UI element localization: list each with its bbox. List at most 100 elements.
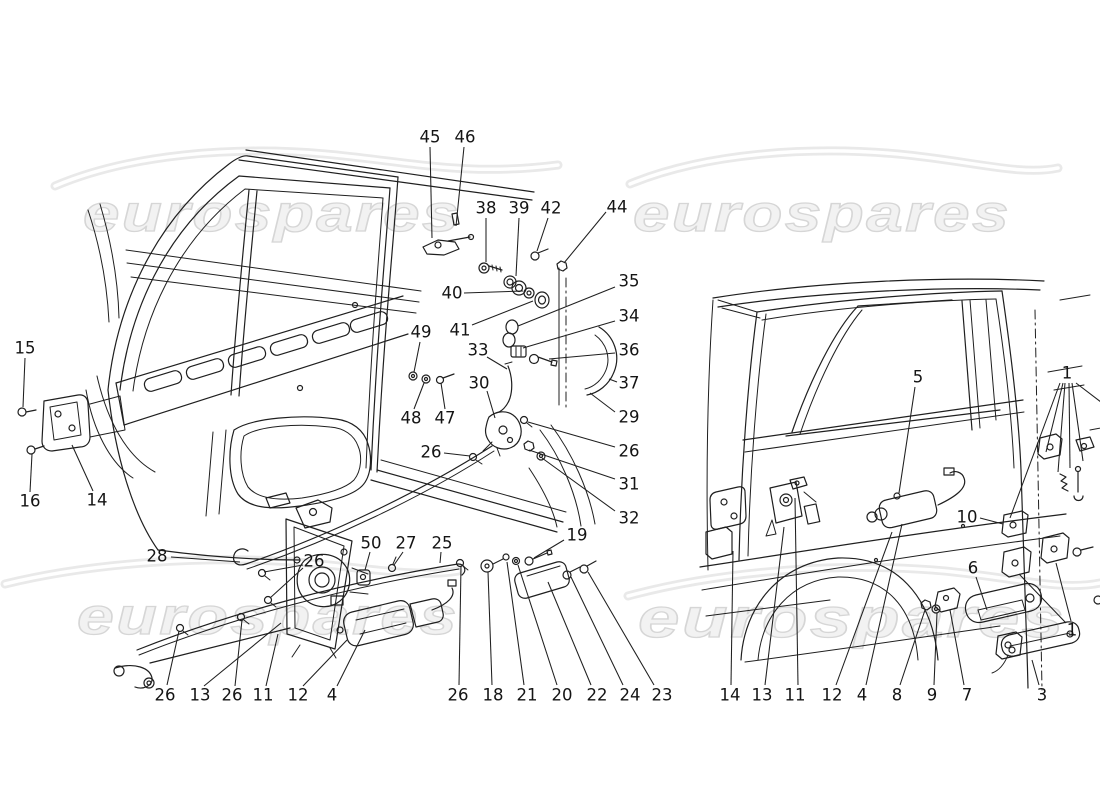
leader-line-16 (29, 453, 33, 493)
part-label-48: 48 (401, 409, 422, 428)
part-label-50: 50 (361, 534, 382, 553)
leader-line-29 (589, 392, 616, 413)
leader-line-44 (563, 211, 607, 264)
part-label-21: 21 (517, 686, 538, 705)
left-door-artwork (17, 149, 618, 689)
part-label-5: 5 (913, 368, 924, 387)
leader-line-12 (835, 531, 893, 686)
leader-line-12 (302, 639, 348, 687)
leader-line-15 (22, 357, 26, 408)
part-label-18: 18 (483, 686, 504, 705)
leader-line-28 (170, 556, 241, 563)
leader-line-5 (898, 386, 916, 494)
watermark-3: eurospares (0, 555, 463, 647)
watermark-swoosh-core (626, 565, 1100, 598)
part-label-32: 32 (619, 509, 640, 528)
watermark-2: eurospares (625, 146, 1063, 244)
leader-line-26 (527, 421, 616, 448)
watermark-swoosh-core (628, 149, 1060, 186)
leader-line-1 (1045, 382, 1064, 453)
part-label-19: 19 (567, 526, 588, 545)
leader-line-42 (536, 217, 549, 252)
leader-line-3 (1031, 659, 1040, 686)
leader-line-23 (587, 571, 655, 686)
leader-line-1 (1055, 562, 1072, 622)
watermark-1: eurospares (50, 146, 563, 244)
part-label-12: 12 (288, 686, 309, 705)
leader-line-31 (528, 449, 616, 480)
part-label-4: 4 (327, 686, 338, 705)
leader-line-10 (979, 517, 1004, 525)
part-label-49: 49 (411, 323, 432, 342)
leader-line-1 (1071, 382, 1084, 462)
part-label-16: 16 (20, 492, 41, 511)
part-label-1: 1 (1067, 621, 1078, 640)
leader-line-7 (949, 609, 965, 686)
leader-line-30 (486, 390, 496, 419)
leader-line-26 (458, 565, 462, 686)
leader-line-47 (440, 382, 446, 410)
leader-line-41 (471, 300, 534, 326)
leader-line-19 (533, 539, 565, 559)
watermark-swoosh-core (53, 149, 560, 188)
part-label-42: 42 (541, 199, 562, 218)
part-label-40: 40 (442, 284, 463, 303)
part-label-35: 35 (619, 272, 640, 291)
part-label-33: 33 (468, 341, 489, 360)
leader-line-39 (515, 217, 520, 277)
part-label-31: 31 (619, 475, 640, 494)
leader-line-22 (547, 581, 592, 686)
part-label-6: 6 (968, 559, 979, 578)
part-label-14: 14 (87, 491, 108, 510)
part-label-26: 26 (304, 552, 325, 571)
part-label-14: 14 (720, 686, 741, 705)
part-label-11: 11 (253, 686, 274, 705)
part-label-24: 24 (620, 686, 641, 705)
part-label-11: 11 (785, 686, 806, 705)
part-label-41: 41 (450, 321, 471, 340)
leader-line-25 (439, 551, 442, 564)
leader-line-34 (522, 320, 616, 349)
part-label-7: 7 (962, 686, 973, 705)
part-label-29: 29 (619, 408, 640, 427)
leader-line-9 (933, 612, 938, 686)
leader-line-1 (1018, 573, 1067, 624)
leader-line-32 (541, 457, 616, 512)
part-label-26: 26 (222, 686, 243, 705)
part-label-10: 10 (957, 508, 978, 527)
part-label-15: 15 (15, 339, 36, 358)
leader-line-1 (1057, 382, 1066, 473)
part-label-26: 26 (448, 686, 469, 705)
part-label-26: 26 (421, 443, 442, 462)
part-label-8: 8 (892, 686, 903, 705)
part-label-37: 37 (619, 374, 640, 393)
part-label-25: 25 (432, 534, 453, 553)
part-label-4: 4 (857, 686, 868, 705)
part-label-1: 1 (1062, 364, 1073, 383)
part-label-13: 13 (190, 686, 211, 705)
leader-line-21 (506, 561, 525, 686)
leader-line-13 (764, 526, 785, 686)
leader-line-20 (517, 564, 558, 686)
leader-line-37 (608, 378, 618, 383)
leader-line-26 (263, 564, 304, 573)
leader-line-36 (548, 352, 616, 360)
leader-line-49 (413, 341, 421, 373)
leader-line-6 (975, 576, 988, 611)
part-label-34: 34 (619, 307, 640, 326)
leader-line-24 (570, 576, 624, 686)
leader-line-1 (1068, 382, 1071, 469)
leader-line-35 (517, 286, 616, 327)
leader-line-40 (463, 290, 524, 294)
leader-line-4 (865, 523, 903, 686)
leader-line-11 (794, 497, 799, 686)
leader-line-14 (71, 444, 94, 492)
part-label-47: 47 (435, 409, 456, 428)
leader-line-48 (413, 382, 425, 410)
leader-line-26 (443, 452, 471, 457)
watermark-text: eurospares (83, 185, 461, 243)
